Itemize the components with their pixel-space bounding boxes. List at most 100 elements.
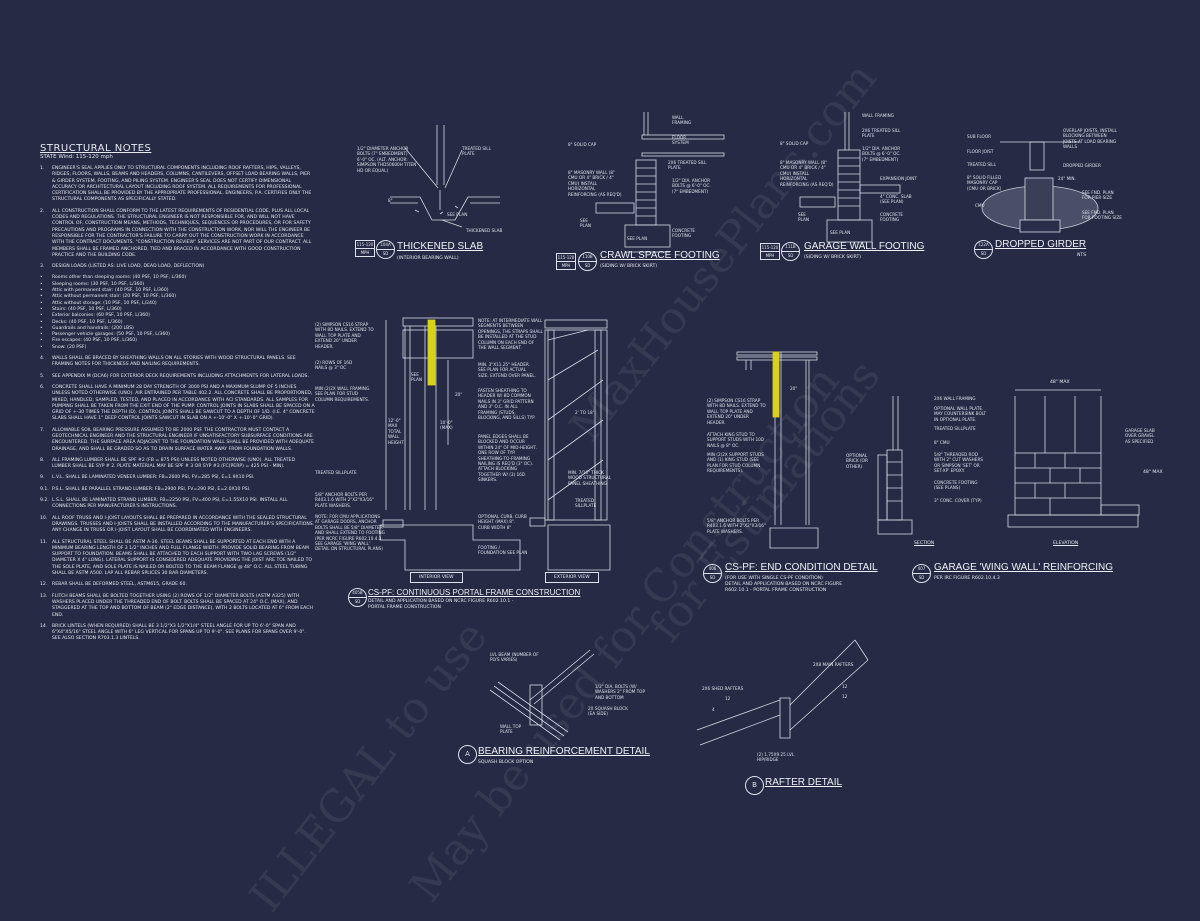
structural-note: • Attic without storage: (10 PSF, 10 PSF,… <box>40 301 315 307</box>
callout-label: 20" <box>455 392 463 397</box>
callout-label: SEE FND. PLAN FOR FOOTING SIZE <box>1082 210 1122 221</box>
drawing-linework <box>379 112 1140 746</box>
callout-label: 8" SOLID CAP <box>568 142 597 147</box>
callout-label: 2x6 TREATED SILL PLATE <box>862 128 901 139</box>
callout-label: FLOOR JOIST <box>967 149 994 154</box>
detail-title-end-condition: CS-PF: END CONDITION DETAIL <box>725 562 878 573</box>
bullet-icon: • <box>40 338 43 344</box>
structural-note: •Rooms other than sleeping rooms: (40 PS… <box>40 275 315 281</box>
callout-label: SEE PLAN <box>798 212 809 223</box>
callout-label: 12 <box>842 694 848 699</box>
note-number: 7. <box>40 427 45 433</box>
callout-label: OPTIONAL CURB. CURB HEIGHT (MAX) 8". CUR… <box>478 514 527 530</box>
garage-wall-footing-drawing <box>799 112 901 243</box>
callout-label: (2) SIMPSON CS16 STRAP WITH 8d NAILS. EX… <box>315 322 374 349</box>
note-text: P.S.L. shall be parallel strand lumber: … <box>52 486 251 492</box>
callout-label: CMU <box>975 203 985 208</box>
sheet-number: SD <box>709 575 716 580</box>
callout-label: 8" MASONRY WALL (8" CMU OR 4" BRICK / 4"… <box>568 170 622 197</box>
detail-title-crawl-space-footing: CRAWL SPACE FOOTING <box>600 250 720 261</box>
detail-title-rafter: RAFTER DETAIL <box>765 777 843 788</box>
structural-note: 9. L.V.L. shall be laminated veneer lumbe… <box>40 475 315 481</box>
callout-label: THICKENED SLAB <box>466 228 503 233</box>
structural-note: 9.1.P.S.L. shall be parallel strand lumb… <box>40 487 315 493</box>
callout-label: NOTE: AT INTERMEDIATE WALL SEGMENTS BETW… <box>478 318 543 351</box>
note-text: Passenger vehicle garages: (50 PSF, 10 P… <box>52 332 170 338</box>
detail-letter: B <box>745 776 764 795</box>
section-label: SECTION <box>914 541 935 546</box>
detail-number: 122A <box>975 241 992 250</box>
note-number: 10. <box>40 515 48 521</box>
structural-note: • Fire escapes: (40 PSF, 10 PSF, L/360) <box>40 338 315 344</box>
detail-number: 110B <box>579 253 596 262</box>
sheet-number: SD <box>382 251 389 256</box>
wind-zone-unit: MPH <box>765 253 775 258</box>
bullet-icon: • <box>40 275 43 281</box>
callout-label: 8" SOLID CAP <box>780 141 809 146</box>
callout-label: FASTEN SHEATHING TO HEADER W/ 8d COMMON … <box>478 388 536 421</box>
sheet-number: SD <box>918 575 925 580</box>
callout-label: CONCRETE FOOTING <box>672 228 696 239</box>
wing-wall-drawing <box>877 389 1140 535</box>
note-number: 9. <box>40 475 45 481</box>
note-text: Attic without storage: (10 PSF, 10 PSF, … <box>52 300 157 306</box>
detail-number: 405B <box>349 589 366 598</box>
callout-label: WALL FRAMING <box>672 115 692 126</box>
detail-subtitle: NTS <box>1077 253 1087 258</box>
bullet-icon: • <box>40 300 43 306</box>
structural-note: 13.Flitch beams shall be bolted together… <box>40 594 315 619</box>
detail-subtitle: DETAIL AND APPLICATION BASED ON NCRC FIG… <box>368 599 514 610</box>
callout-label: MIN (2)2X SUPPORT STUDS AND (1) KING STU… <box>707 452 764 474</box>
note-text: All construction shall conform to the la… <box>52 208 312 258</box>
structural-note: 5.See appendix M (DCA6) for exterior dec… <box>40 374 315 380</box>
callout-label: WALL TOP PLATE <box>500 724 522 735</box>
note-text: Fire escapes: (40 PSF, 10 PSF, L/360) <box>52 338 137 344</box>
wind-zone-value: 115-120 <box>356 242 374 249</box>
note-text: All structural steel shall be ASTM A-36.… <box>52 539 313 577</box>
note-text: Walls shall be braced by sheathing walls… <box>52 356 296 368</box>
callout-label: SEE PLAN <box>580 218 591 229</box>
callout-label: ATTACH KING STUD TO SUPPORT STUDS WITH 1… <box>707 432 765 448</box>
structural-note: •Snow: (20 PSF) <box>40 345 315 351</box>
note-number: 11. <box>40 539 48 545</box>
bullet-icon: • <box>40 319 43 325</box>
callout-label: PANEL EDGES SHALL BE BLOCKED AND OCCUR W… <box>478 434 537 483</box>
wind-zone-value: 115-120 <box>761 245 779 252</box>
callout-label: 2x SQUASH BLOCK (EA SIDE) <box>588 706 628 717</box>
bullet-icon: • <box>40 313 43 319</box>
callout-label: 2x6 WALL FRAMING <box>934 396 976 401</box>
callout-label: 24" MIN. <box>1058 176 1076 181</box>
structural-note: 11. All structural steel shall be ASTM A-… <box>40 540 315 578</box>
detail-subtitle: (INTERIOR BEARING WALL) <box>397 256 459 261</box>
note-number: 1. <box>40 166 45 171</box>
callout-label: FOOTING / FOUNDATION SEE PLAN <box>478 545 528 556</box>
height-dimension: 48" MAX <box>1143 470 1163 475</box>
detail-number: 406 <box>704 565 721 574</box>
notes-state-wind: STATE Wind: 115-120 mph <box>40 154 113 160</box>
callout-label: OVERLAP JOISTS, INSTALL BLOCKING BETWEEN… <box>1063 128 1117 150</box>
callout-label: MIN (2)2X WALL FRAMING. SEE PLAN FOR STU… <box>315 386 371 402</box>
note-text: Flitch beams shall be bolted together us… <box>52 593 313 618</box>
note-text: All roof truss and I-joist layouts shall… <box>52 515 315 534</box>
sheet-number: SD <box>980 251 987 256</box>
note-text: Brick lintels (when required) shall be 3… <box>52 623 306 642</box>
structural-note: •Passenger vehicle garages: (50 PSF, 10 … <box>40 332 315 338</box>
notes-list: 4.Walls shall be braced by sheathing wal… <box>40 356 315 643</box>
callout-label: (2) ROWS OF 16d NAILS @ 3" OC <box>315 360 353 371</box>
crawl-space-drawing <box>595 112 725 253</box>
note-text: Design loads (listed as: live load, dead… <box>52 264 205 270</box>
note-text: Guardrails and handrails: (200 LBS) <box>52 325 134 331</box>
note-text: L.V.L. shall be laminated veneer lumber:… <box>52 475 255 481</box>
callout-label: 12 <box>725 696 731 701</box>
wind-zone-unit: MPH <box>360 250 370 255</box>
detail-title-garage-wall-footing: GARAGE WALL FOOTING <box>804 241 925 252</box>
note-text: Concrete shall have a minimum 28 day str… <box>52 384 315 422</box>
structural-note: 14.Brick lintels (when required) shall b… <box>40 624 315 643</box>
wind-zone-value: 115-120 <box>557 255 575 262</box>
